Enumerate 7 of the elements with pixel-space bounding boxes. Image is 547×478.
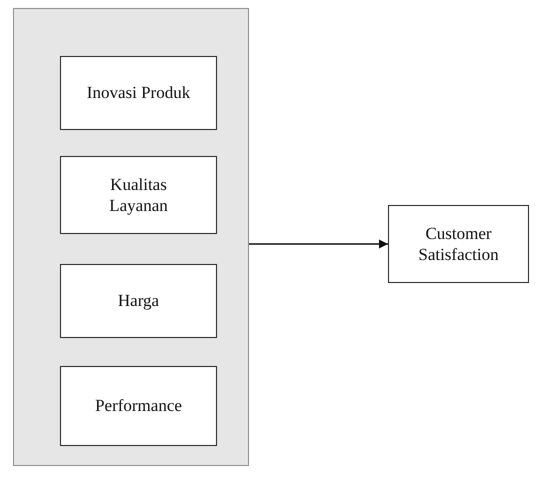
factor-box: Harga <box>60 264 217 338</box>
factor-box: Customer Satisfaction <box>388 205 529 283</box>
group-panel <box>13 8 249 466</box>
factor-box: Inovasi Produk <box>60 56 217 130</box>
arrow <box>249 240 388 248</box>
factor-box: Performance <box>60 366 217 446</box>
factor-box: Kualitas Layanan <box>60 156 217 234</box>
